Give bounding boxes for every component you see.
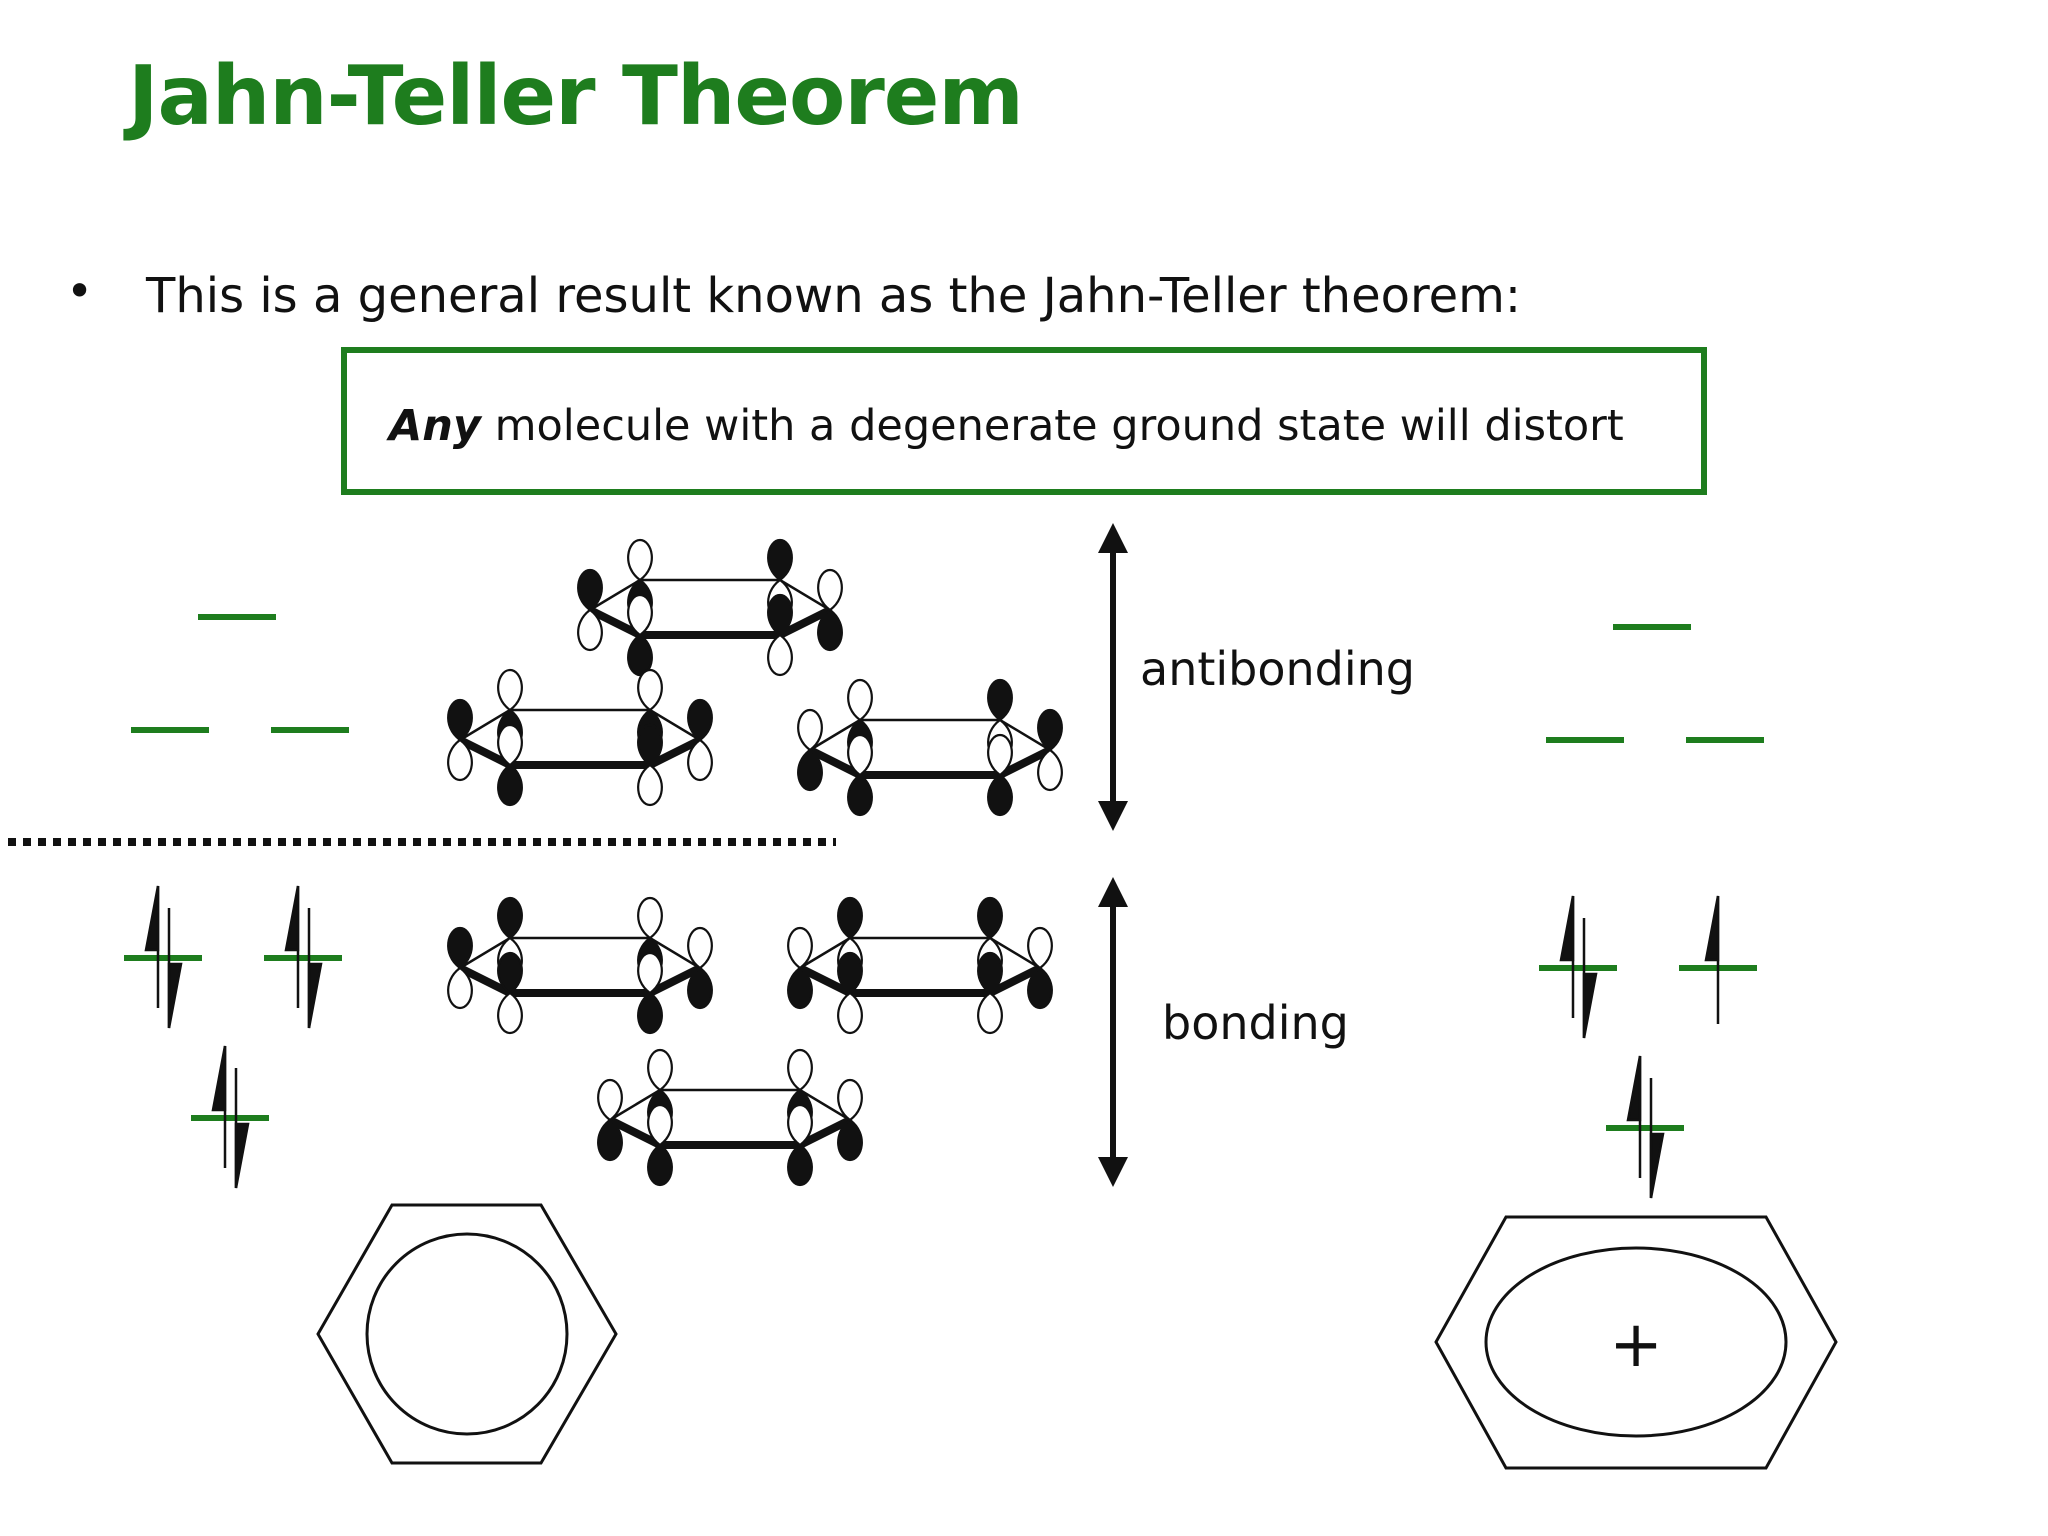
electron-pair-icon [1626, 1055, 1665, 1199]
benzene-structure [316, 1203, 618, 1465]
cation-levels [1539, 624, 1764, 1131]
cation-structure [1434, 1215, 1838, 1470]
electron-pair-icon [211, 1045, 250, 1189]
pi-orbital-icon [577, 538, 843, 677]
pi-molecular-orbitals [447, 538, 1063, 1187]
pi-orbital-icon [447, 668, 713, 807]
statement-rest: molecule with a degenerate ground state … [480, 401, 1624, 451]
statement-emphasis: Any [389, 401, 481, 451]
benzene-hexagon [316, 1203, 618, 1465]
pi-orbital-icon [787, 896, 1053, 1035]
electron-pair-icon [284, 885, 323, 1029]
pi-orbital-icon [797, 678, 1063, 817]
bonding-label: bonding [1162, 996, 1349, 1050]
antibonding-label: antibonding [1140, 642, 1415, 696]
cation-electrons [1559, 895, 1720, 1199]
electron-pair-icon [144, 885, 183, 1029]
cation-hexagon [1434, 1215, 1838, 1470]
theorem-statement: Any molecule with a degenerate ground st… [389, 401, 1624, 451]
cation-charge: + [1609, 1308, 1663, 1382]
benzene-ring-circle [365, 1232, 569, 1436]
electron-pair-icon [1559, 895, 1598, 1039]
benzene-electrons [144, 885, 323, 1189]
cation-ring-ellipse [1484, 1246, 1788, 1438]
bullet-text: This is a general result known as the Ja… [146, 268, 1522, 324]
electron-single-icon [1704, 895, 1720, 1024]
pi-orbital-icon [447, 896, 713, 1035]
bullet-icon: • [66, 264, 94, 318]
pi-orbital-icon [597, 1048, 863, 1187]
theorem-statement-box: Any molecule with a degenerate ground st… [341, 347, 1707, 495]
benzene-levels [124, 614, 349, 1121]
slide-title: Jahn-Teller Theorem [128, 49, 1024, 144]
